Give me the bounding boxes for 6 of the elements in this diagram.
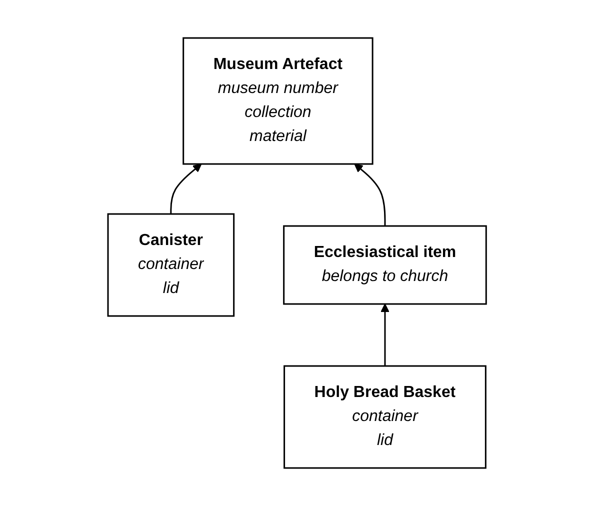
arrow [170, 164, 202, 214]
arrow [380, 304, 390, 366]
node-box: Holy Bread Basket container lid [283, 365, 486, 469]
node-box: Museum Artefact museum number collection material [182, 37, 374, 165]
node-box: Ecclesiastical item belongs to church [283, 225, 487, 305]
arrow [354, 164, 386, 226]
